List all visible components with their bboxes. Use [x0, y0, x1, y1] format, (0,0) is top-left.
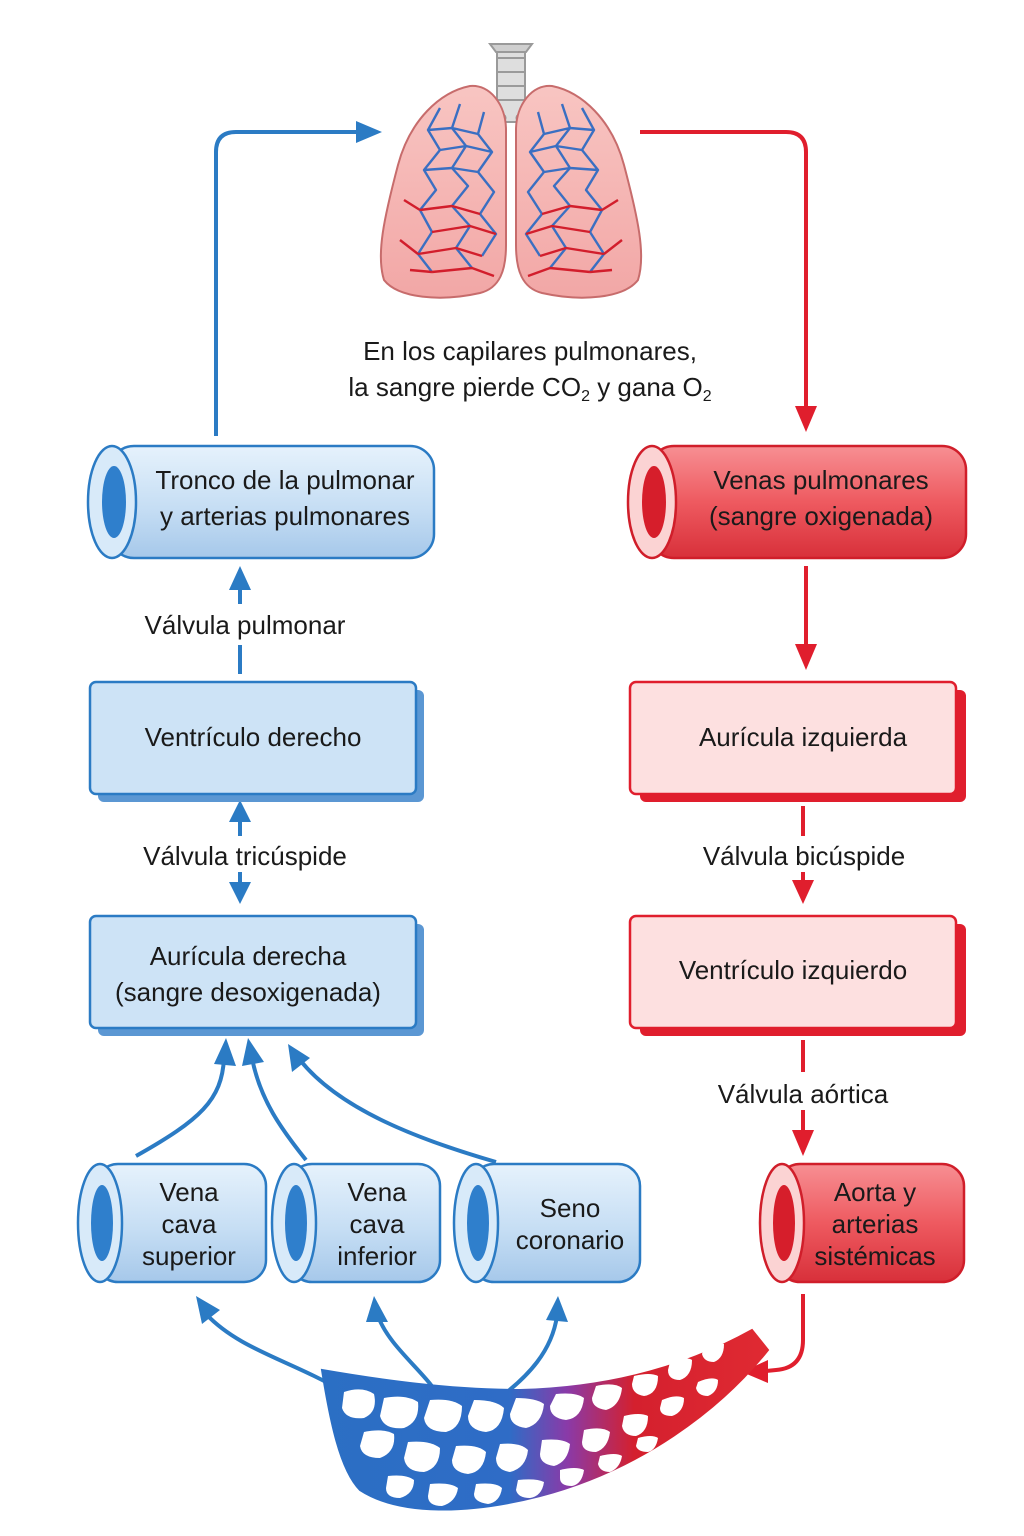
pulmonary-veins-tube	[626, 444, 968, 560]
arrowhead-aorta-to-capillaries	[742, 1360, 768, 1383]
lungs-caption-line1: En los capilares pulmonares,	[363, 336, 697, 366]
caption-o2-text: y gana O	[589, 372, 703, 402]
arrowhead-tricuspid	[229, 800, 251, 822]
arrowhead-veins-to-atrium	[795, 644, 817, 670]
pulmonary-veins-label: Venas pulmonares (sangre oxigenada)	[676, 462, 966, 534]
left-lung	[379, 84, 507, 299]
pulmonary-trunk-label: Tronco de la pulmonar y arterias pulmona…	[140, 462, 430, 534]
arrowhead-cap-sinus	[546, 1296, 568, 1322]
arrow-trunk-to-lungs	[214, 130, 366, 436]
right-atrium-box	[88, 914, 424, 1036]
ivc-line3: inferior	[337, 1241, 417, 1271]
arrows-into-right-atrium	[135, 1057, 497, 1164]
bicuspid-valve-label: Válvula bicúspide	[702, 841, 906, 871]
arrow-aorta-to-capillaries	[765, 1294, 805, 1373]
caption-co2-text: la sangre pierde CO	[348, 372, 582, 402]
arrowhead-trunk-to-lungs	[356, 121, 382, 143]
right-atrium-line2: (sangre desoxigenada)	[115, 977, 381, 1007]
inferior-vena-cava-tube	[270, 1162, 442, 1284]
pulmonary-trunk-tube	[86, 444, 436, 560]
pulmonary-trunk-line1: Tronco de la pulmonar	[155, 465, 415, 495]
aortic-valve-label: Válvula aórtica	[717, 1079, 889, 1109]
aorta-line2: arterias	[831, 1209, 919, 1239]
svc-line1: Vena	[159, 1177, 219, 1207]
arrowhead-aortic	[792, 1130, 814, 1156]
pulmonary-valve-label: Válvula pulmonar	[144, 610, 346, 640]
right-atrium-label: Aurícula derecha (sangre desoxigenada)	[90, 938, 406, 1010]
systemic-capillary-bed	[320, 1328, 770, 1511]
aorta-label: Aorta y arterias sistémicas	[800, 1176, 950, 1272]
arrowhead-ivc	[242, 1038, 264, 1066]
coronary-sinus-tube	[452, 1162, 642, 1284]
aorta-tube	[758, 1162, 966, 1284]
svc-line3: superior	[142, 1241, 236, 1271]
caption-co2-subscript: 2	[581, 388, 590, 405]
left-ventricle-box	[628, 914, 966, 1036]
superior-vena-cava-label: Vena cava superior	[124, 1176, 254, 1272]
superior-vena-cava-tube	[76, 1162, 268, 1284]
lungs-illustration	[379, 43, 643, 299]
arrowhead-cap-svc	[196, 1296, 220, 1324]
pulmonary-veins-line1: Venas pulmonares	[713, 465, 929, 495]
right-atrium-line1: Aurícula derecha	[149, 941, 347, 971]
lung-capillaries	[399, 103, 623, 278]
left-atrium-label: Aurícula izquierda	[698, 722, 908, 752]
arrow-lungs-to-veins	[640, 130, 808, 410]
right-lung	[515, 84, 643, 299]
left-atrium-box	[628, 680, 966, 802]
arrowhead-pulmonary-valve	[229, 566, 251, 590]
svc-line2: cava	[161, 1209, 217, 1239]
ivc-line2: cava	[349, 1209, 405, 1239]
left-ventricle-label: Ventrículo izquierdo	[678, 955, 908, 985]
arrowhead-bicuspid	[792, 880, 814, 904]
arrowhead-cap-ivc	[366, 1296, 388, 1322]
pulmonary-veins-line2: (sangre oxigenada)	[708, 501, 934, 531]
right-ventricle-box	[88, 680, 424, 802]
ivc-line1: Vena	[347, 1177, 407, 1207]
pulmonary-trunk-line2: y arterias pulmonares	[160, 501, 410, 531]
arrowhead-svc	[214, 1038, 236, 1066]
sinus-line1: Seno	[539, 1193, 601, 1223]
coronary-sinus-label: Seno coronario	[500, 1192, 640, 1256]
arrowhead-lungs-to-veins	[795, 406, 817, 432]
caption-o2-subscript: 2	[702, 388, 712, 405]
aorta-line1: Aorta y	[833, 1177, 917, 1207]
sinus-line2: coronario	[515, 1225, 625, 1255]
arrowhead-sinus	[288, 1044, 310, 1072]
aorta-line3: sistémicas	[814, 1241, 936, 1271]
arrowhead-tricuspid-down	[229, 882, 251, 904]
tricuspid-valve-label: Válvula tricúspide	[143, 841, 347, 871]
right-ventricle-label: Ventrículo derecho	[144, 722, 362, 752]
lungs-caption-line2: la sangre pierde CO2 y gana O2	[300, 369, 760, 415]
lungs-caption: En los capilares pulmonares, la sangre p…	[300, 333, 760, 415]
inferior-vena-cava-label: Vena cava inferior	[312, 1176, 442, 1272]
